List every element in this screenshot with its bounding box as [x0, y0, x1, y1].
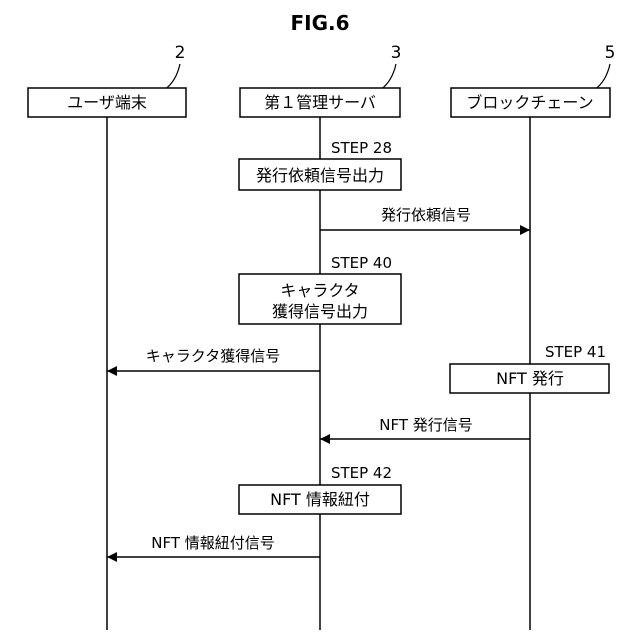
actor-label: 第１管理サーバ: [264, 93, 376, 112]
step-label: STEP 28: [331, 139, 392, 157]
step-text: 獲得信号出力: [272, 302, 368, 321]
actor-ref-leader: [164, 64, 180, 90]
actor-label: ユーザ端末: [67, 93, 147, 112]
step-text: キャラクタ: [280, 281, 359, 300]
step-label: STEP 40: [331, 254, 392, 272]
actor-ref-number: 5: [605, 43, 616, 63]
step-label: STEP 41: [545, 343, 606, 361]
message-label: 発行依頼信号: [381, 206, 471, 224]
message-label: キャラクタ獲得信号: [146, 347, 280, 365]
actor-ref-number: 3: [391, 43, 402, 63]
actor-ref-leader: [594, 64, 610, 90]
step-label: STEP 42: [331, 464, 392, 482]
actor-ref-number: 2: [175, 43, 186, 63]
step-text: NFT 情報紐付: [270, 490, 370, 509]
actor-label: ブロックチェーン: [466, 93, 593, 112]
step-text: NFT 発行: [496, 369, 564, 388]
message-label: NFT 情報紐付信号: [151, 534, 275, 552]
message-label: NFT 発行信号: [379, 416, 473, 434]
figure-title: FIG.6: [290, 11, 349, 35]
actor-ref-leader: [380, 64, 396, 90]
step-text: 発行依頼信号出力: [256, 166, 384, 185]
